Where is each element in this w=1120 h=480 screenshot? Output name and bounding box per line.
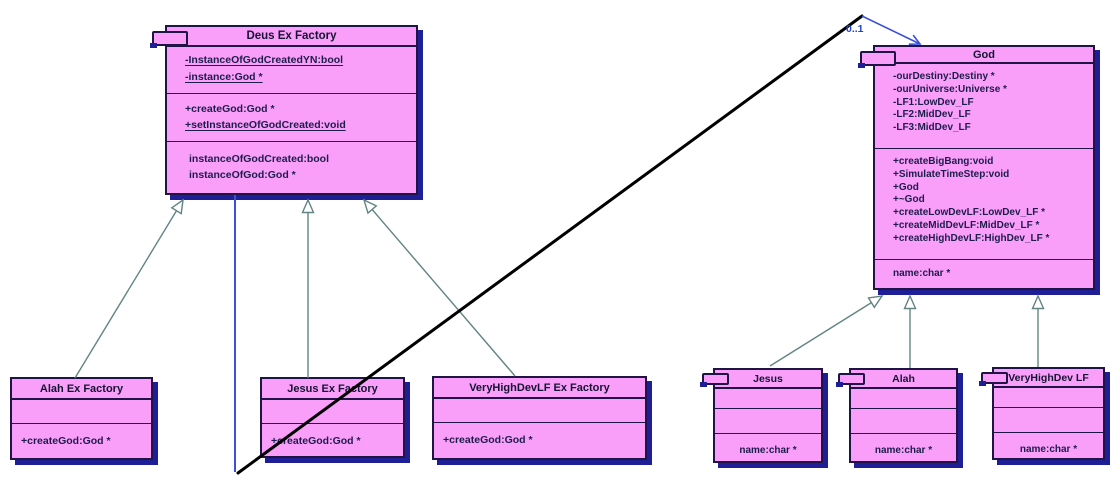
class-jesus[interactable]: Jesus name:char * [700, 368, 823, 463]
association-deus-segment-diagonal[interactable] [236, 14, 864, 475]
property: name:char * [1019, 444, 1078, 455]
attributes-compartment [994, 388, 1103, 408]
method: +createBigBang:void [893, 156, 994, 167]
methods-compartment [851, 409, 956, 434]
properties-compartment: instanceOfGodCreated:bool instanceOfGod:… [167, 142, 416, 193]
methods-compartment [715, 409, 821, 434]
class-veryhighdev-lf[interactable]: VeryHighDev LF name:char * [979, 367, 1105, 460]
class-title: VeryHighDev LF [994, 369, 1103, 388]
attribute: -LF1:LowDev_LF [893, 96, 974, 108]
attribute: -ourDestiny:Destiny * [893, 71, 995, 82]
property: name:char * [893, 268, 951, 279]
association-arrow-to-god[interactable] [861, 15, 922, 45]
property: instanceOfGodCreated:bool [189, 153, 330, 165]
attributes-compartment [715, 389, 821, 409]
method: +~God [893, 194, 925, 206]
attribute: -instance:God * [185, 71, 263, 83]
method: +createGod:God * [21, 435, 111, 447]
class-deus-ex-factory[interactable]: Deus Ex Factory -InstanceOfGodCreatedYN:… [150, 25, 418, 195]
property: instanceOfGod:God * [189, 169, 296, 181]
class-title: Jesus Ex Factory [262, 379, 403, 400]
class-icon [150, 31, 188, 48]
generalization-jesus-to-god[interactable] [769, 295, 884, 367]
method: +createGod:God * [271, 435, 361, 447]
methods-compartment: +createGod:God * +setInstanceOfGodCreate… [167, 94, 416, 142]
method: +createGod:God * [185, 103, 275, 115]
class-title: Jesus [715, 370, 821, 389]
property: name:char * [874, 445, 933, 456]
class-god[interactable]: God -ourDestiny:Destiny * -ourUniverse:U… [858, 45, 1095, 290]
attribute: -LF3:MidDev_LF [893, 122, 971, 134]
class-alah-ex-factory[interactable]: Alah Ex Factory +createGod:God * [10, 377, 153, 460]
attribute: -LF2:MidDev_LF [893, 109, 971, 121]
properties-compartment: name:char * [994, 433, 1103, 458]
attributes-compartment [262, 400, 403, 424]
properties-compartment: name:char * [715, 434, 821, 461]
class-icon [979, 372, 1008, 386]
method: +createHighDevLF:HighDev_LF * [893, 232, 1050, 244]
method: +createMidDevLF:MidDev_LF * [893, 219, 1040, 231]
attributes-compartment [851, 389, 956, 409]
generalization-alah-factory-to-deus[interactable] [74, 198, 184, 379]
attributes-compartment: -InstanceOfGodCreatedYN:bool -instance:G… [167, 47, 416, 94]
method: +createLowDevLF:LowDev_LF * [893, 207, 1045, 219]
class-title: Alah Ex Factory [12, 379, 151, 400]
class-title: God [875, 47, 1093, 64]
class-alah[interactable]: Alah name:char * [836, 368, 958, 463]
generalization-vhd-factory-to-deus[interactable] [362, 198, 516, 377]
methods-compartment: +createBigBang:void +SimulateTimeStep:vo… [875, 149, 1093, 260]
property: name:char * [739, 445, 797, 456]
class-jesus-ex-factory[interactable]: Jesus Ex Factory +createGod:God * [260, 377, 405, 458]
class-icon [700, 373, 729, 387]
attribute: -InstanceOfGodCreatedYN:bool [185, 54, 344, 66]
method: +God [893, 181, 919, 193]
methods-compartment [994, 408, 1103, 433]
attributes-compartment [12, 400, 151, 424]
attributes-compartment: -ourDestiny:Destiny * -ourUniverse:Unive… [875, 64, 1093, 149]
properties-compartment: name:char * [851, 434, 956, 461]
method: +createGod:God * [443, 434, 533, 446]
class-icon [836, 373, 865, 387]
attributes-compartment [434, 399, 645, 423]
properties-compartment: name:char * [875, 260, 1093, 288]
class-veryhighdevlf-ex-factory[interactable]: VeryHighDevLF Ex Factory +createGod:God … [432, 376, 647, 460]
methods-compartment: +createGod:God * [434, 423, 645, 458]
method: +setInstanceOfGodCreated:void [185, 119, 346, 131]
class-title: Alah [851, 370, 956, 389]
attribute: -ourUniverse:Universe * [893, 83, 1007, 95]
class-title: Deus Ex Factory [167, 27, 416, 47]
method: +SimulateTimeStep:void [893, 168, 1010, 180]
methods-compartment: +createGod:God * [262, 424, 403, 456]
class-icon [858, 51, 896, 68]
methods-compartment: +createGod:God * [12, 424, 151, 458]
multiplicity-label: 0..1 [846, 23, 864, 35]
class-title: VeryHighDevLF Ex Factory [434, 378, 645, 399]
